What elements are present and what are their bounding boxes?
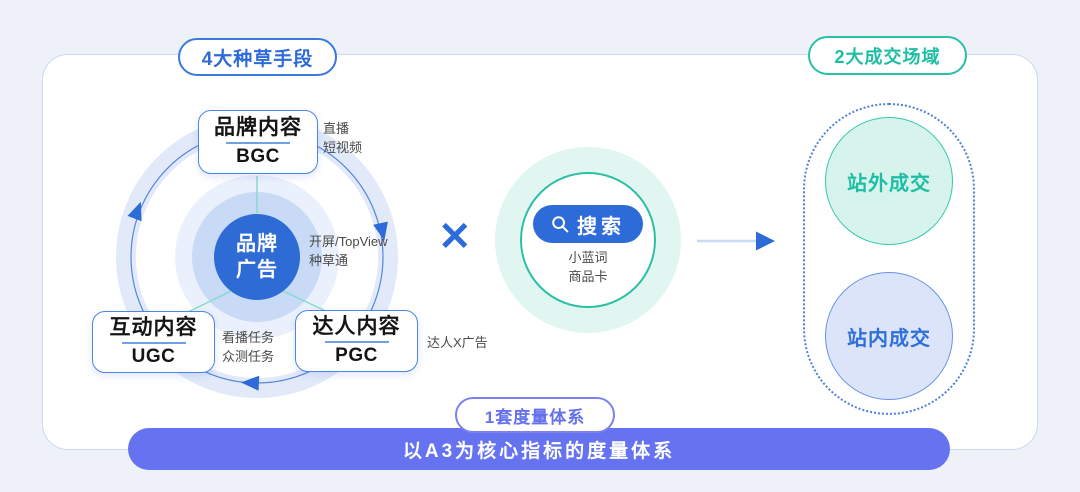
connector-line (183, 290, 232, 315)
note-pgc: 达人X广告 (427, 335, 488, 350)
multiply-icon: ✕ (438, 215, 472, 259)
node-pgc-title: 达人内容 (312, 315, 401, 338)
brand-ad-circle: 品牌 广告 (214, 214, 300, 300)
cycle-arrow-icon (240, 375, 260, 391)
node-bgc-title: 品牌内容 (214, 116, 302, 139)
node-divider (226, 142, 290, 145)
flow-arrow-icon (756, 231, 775, 251)
node-divider (324, 341, 389, 344)
note-bgc: 直播 短视频 (323, 121, 363, 155)
node-pgc: 达人内容 PGC (295, 310, 418, 372)
offsite-deal-circle: 站外成交 (825, 117, 953, 245)
seeding-badge: 4大种草手段 (178, 38, 337, 76)
search-button-label: 搜索 (577, 215, 625, 238)
measure-badge: 1套度量体系 (455, 397, 615, 433)
node-divider (121, 342, 186, 345)
node-bgc: 品牌内容 BGC (198, 110, 318, 174)
search-note: 小蓝词 商品卡 (568, 250, 608, 284)
deal-badge: 2大成交场域 (808, 36, 967, 75)
connector-line (282, 290, 331, 314)
onsite-deal-circle: 站内成交 (825, 272, 953, 400)
node-bgc-subtitle: BGC (236, 146, 280, 168)
cycle-arrow-icon (373, 221, 388, 241)
note-ugc: 看播任务 众测任务 (222, 330, 275, 364)
search-button: 搜索 (533, 205, 643, 243)
node-ugc-subtitle: UGC (131, 346, 176, 368)
search-icon (552, 215, 569, 232)
node-ugc: 互动内容 UGC (92, 311, 215, 373)
cycle-arrow-icon (127, 201, 142, 222)
note-center-ad: 开屏/TopView 种草通 (309, 234, 388, 268)
measure-bar: 以A3为核心指标的度量体系 (128, 428, 950, 470)
node-pgc-subtitle: PGC (335, 345, 378, 367)
node-ugc-title: 互动内容 (109, 316, 198, 339)
